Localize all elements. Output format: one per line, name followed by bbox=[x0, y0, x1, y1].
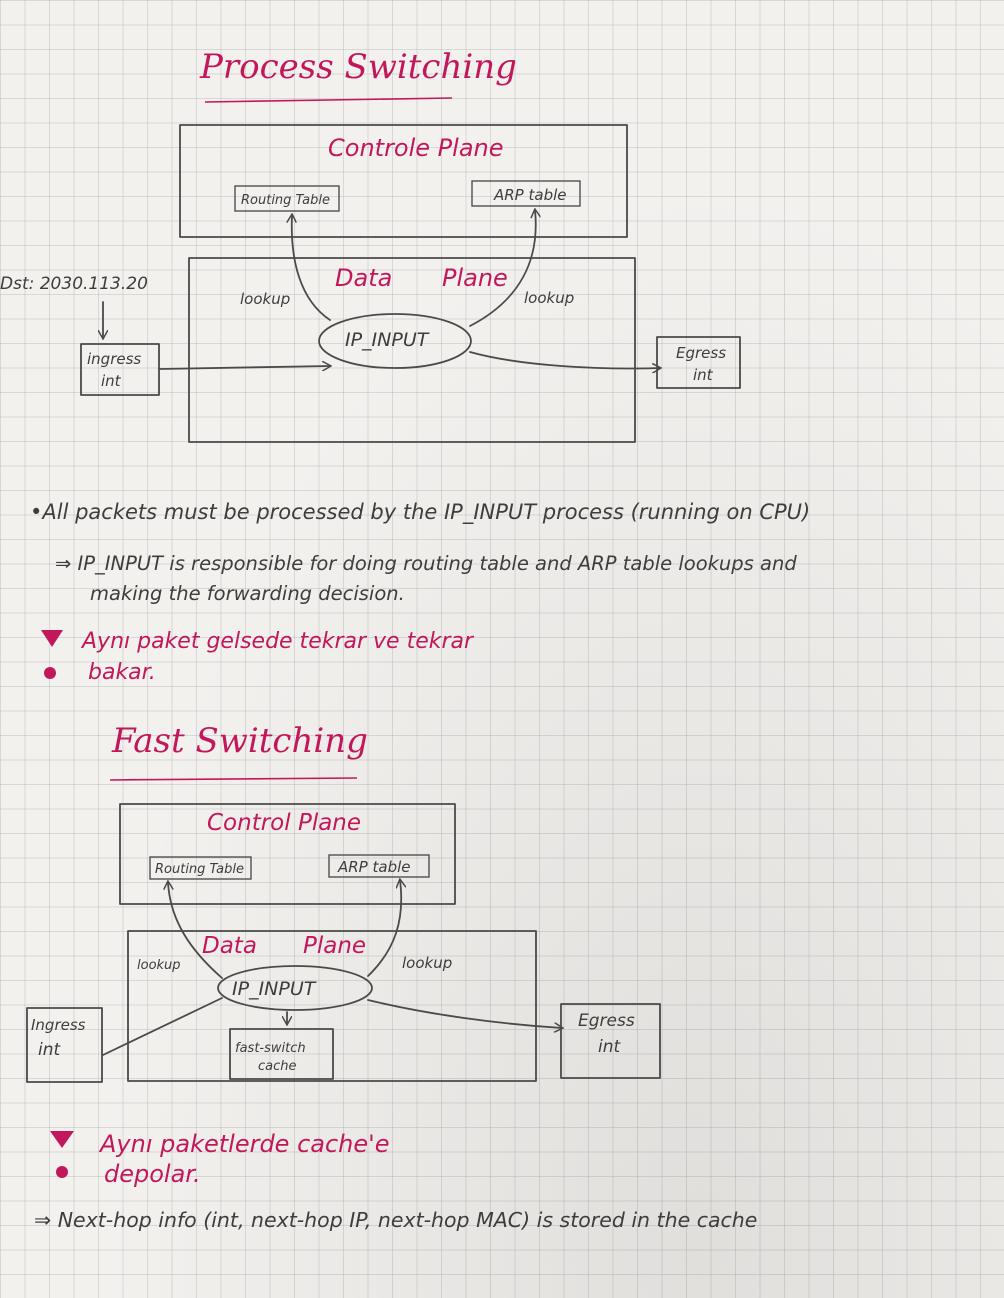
control-plane-box-2 bbox=[119, 803, 456, 905]
fast-switch-cache-label-a: fast-switch bbox=[235, 1041, 306, 1056]
data-plane-box-2 bbox=[127, 930, 537, 1082]
note-pink-cache: Aynı paketlerde cache'e bbox=[100, 1130, 390, 1158]
routing-table-box-1 bbox=[234, 185, 340, 212]
ingress-label-2b: int bbox=[38, 1040, 61, 1060]
routing-table-box-2 bbox=[149, 856, 252, 880]
note-pink-ayni-paket: Aynı paket gelsede tekrar ve tekrar bbox=[82, 629, 474, 654]
pink-triangle-bullet-2 bbox=[50, 1131, 74, 1148]
note-pink-depolar: depolar. bbox=[104, 1160, 201, 1188]
ip-input-label-2: IP_INPUT bbox=[232, 978, 317, 1000]
arp-table-box-2 bbox=[328, 854, 430, 878]
lookup-arrow-routing-2 bbox=[168, 882, 223, 979]
arp-table-label-2: ARP table bbox=[337, 858, 411, 876]
fast-switch-cache-box bbox=[229, 1028, 334, 1080]
egress-label-1b: int bbox=[693, 366, 714, 384]
egress-label-2a: Egress bbox=[578, 1011, 635, 1031]
egress-box-1 bbox=[656, 336, 741, 389]
ip-input-ellipse-2 bbox=[217, 965, 373, 1011]
ip-input-label-1: IP_INPUT bbox=[345, 329, 430, 351]
data-plane-label-1a: Data bbox=[335, 264, 392, 292]
lookup-left-1: lookup bbox=[240, 290, 290, 308]
arp-table-box-1 bbox=[471, 180, 581, 207]
pink-dot-bullet-1 bbox=[44, 667, 56, 679]
ingress-arrow-2 bbox=[102, 997, 223, 1056]
process-title-underline bbox=[204, 97, 453, 103]
data-plane-label-1b: Plane bbox=[442, 264, 508, 292]
ip-input-ellipse-1 bbox=[318, 313, 472, 369]
data-plane-box-1 bbox=[188, 257, 636, 443]
lookup-arrow-arp-1 bbox=[469, 210, 536, 327]
pink-dot-bullet-2 bbox=[56, 1166, 68, 1178]
data-plane-label-2b: Plane bbox=[303, 933, 366, 959]
egress-arrow-2 bbox=[367, 999, 562, 1028]
dst-address: Dst: 2030.113.20 bbox=[0, 274, 148, 294]
ingress-label-1b: int bbox=[101, 372, 122, 390]
fast-switching-title: Fast Switching bbox=[111, 721, 368, 761]
control-plane-label-2: Control Plane bbox=[207, 810, 361, 836]
ingress-label-2a: Ingress bbox=[31, 1016, 86, 1034]
lookup-left-2: lookup bbox=[137, 958, 181, 973]
ingress-arrow-1 bbox=[158, 366, 330, 369]
ingress-box-2 bbox=[26, 1007, 103, 1083]
lookup-right-1: lookup bbox=[524, 289, 574, 307]
egress-arrow-1 bbox=[469, 351, 660, 368]
pink-triangle-bullet-1 bbox=[41, 630, 63, 647]
note-forwarding-decision: making the forwarding decision. bbox=[90, 582, 405, 605]
egress-label-1a: Egress bbox=[676, 344, 726, 362]
arp-table-label-1: ARP table bbox=[493, 186, 567, 204]
ingress-label-1a: ingress bbox=[87, 350, 141, 368]
process-switching-title: Process Switching bbox=[199, 47, 517, 87]
fast-title-underline bbox=[109, 777, 358, 781]
egress-label-2b: int bbox=[598, 1037, 621, 1057]
note-all-packets: •All packets must be processed by the IP… bbox=[30, 500, 811, 524]
note-next-hop-info: ⇒ Next-hop info (int, next-hop IP, next-… bbox=[34, 1208, 758, 1232]
lookup-arrow-arp-2 bbox=[367, 880, 401, 977]
lookup-arrow-routing-1 bbox=[292, 215, 331, 321]
control-plane-label-1: Controle Plane bbox=[328, 134, 504, 162]
control-plane-box-1 bbox=[179, 124, 628, 238]
data-plane-label-2a: Data bbox=[202, 933, 257, 959]
routing-table-label-2: Routing Table bbox=[155, 862, 244, 877]
fast-switch-cache-label-b: cache bbox=[258, 1059, 297, 1074]
note-pink-bakar: bakar. bbox=[88, 660, 156, 685]
routing-table-label-1: Routing Table bbox=[241, 193, 330, 208]
lookup-right-2: lookup bbox=[402, 954, 452, 972]
egress-box-2 bbox=[560, 1003, 661, 1079]
note-ip-input-responsible: ⇒ IP_INPUT is responsible for doing rout… bbox=[55, 552, 797, 575]
